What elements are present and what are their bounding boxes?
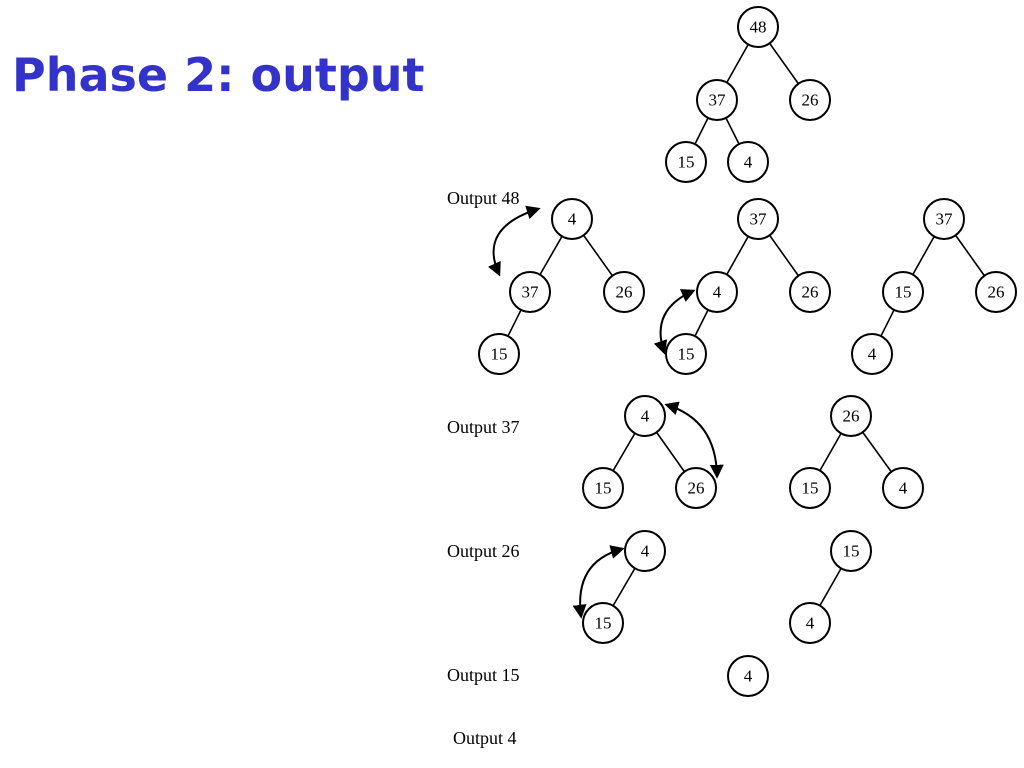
tree-node	[830, 530, 872, 572]
node-value: 37	[750, 210, 768, 229]
swap-arrow	[664, 401, 724, 479]
tree-step4: 4	[727, 655, 769, 697]
tree-node	[478, 333, 520, 375]
swap-arrow	[653, 289, 696, 355]
tree-node	[882, 271, 924, 313]
node-value: 4	[641, 542, 650, 561]
tree-node	[789, 271, 831, 313]
tree-node	[737, 198, 779, 240]
node-value: 4	[713, 283, 722, 302]
node-value: 4	[744, 667, 753, 686]
node-value: 37	[936, 210, 954, 229]
tree-step1-swap: 4 37 26 15	[478, 198, 645, 375]
tree-step1-sift: 37 4 26 15	[653, 198, 831, 375]
tree-node	[727, 141, 769, 183]
node-value: 4	[868, 345, 877, 364]
tree-node	[789, 467, 831, 509]
output-label-15: Output 15	[447, 665, 520, 685]
slide-title: Phase 2: output	[12, 48, 425, 102]
output-label-48: Output 48	[447, 188, 520, 208]
node-value: 26	[688, 479, 705, 498]
node-value: 15	[678, 345, 695, 364]
tree-node	[923, 198, 965, 240]
node-value: 4	[641, 407, 650, 426]
swap-arrow	[487, 205, 541, 277]
tree-node	[603, 271, 645, 313]
tree-node	[830, 395, 872, 437]
output-label-4: Output 4	[453, 728, 517, 748]
tree-step1-result: 37 15 26 4	[851, 198, 1017, 375]
node-value: 48	[750, 18, 767, 37]
node-value: 4	[806, 614, 815, 633]
tree-node	[789, 602, 831, 644]
tree-node	[727, 655, 769, 697]
tree-node	[882, 467, 924, 509]
swap-arrow	[572, 545, 625, 619]
node-value: 26	[802, 91, 819, 110]
node-value: 26	[988, 283, 1005, 302]
tree-node	[551, 198, 593, 240]
node-value: 37	[709, 91, 727, 110]
tree-node	[624, 530, 666, 572]
tree-initial: 48 37 26 15 4	[665, 6, 831, 183]
node-value: 15	[895, 283, 912, 302]
tree-node	[737, 6, 779, 48]
tree-step3-result: 15 4	[789, 530, 872, 644]
tree-node	[975, 271, 1017, 313]
node-value: 15	[595, 614, 612, 633]
tree-step2-swap: 4 15 26	[582, 395, 724, 509]
tree-step2-result: 26 15 4	[789, 395, 924, 509]
node-value: 4	[744, 153, 753, 172]
tree-node	[582, 467, 624, 509]
node-value: 15	[491, 345, 508, 364]
tree-node	[851, 333, 893, 375]
node-value: 26	[843, 407, 860, 426]
output-label-37: Output 37	[447, 417, 520, 437]
node-value: 15	[678, 153, 695, 172]
node-value: 4	[899, 479, 908, 498]
node-value: 26	[802, 283, 819, 302]
tree-node	[665, 141, 707, 183]
node-value: 26	[616, 283, 633, 302]
tree-node	[696, 271, 738, 313]
tree-node	[696, 79, 738, 121]
node-value: 15	[595, 479, 612, 498]
output-label-26: Output 26	[447, 541, 520, 561]
tree-node	[789, 79, 831, 121]
node-value: 4	[568, 210, 577, 229]
node-value: 15	[843, 542, 860, 561]
node-value: 37	[522, 283, 540, 302]
tree-step3-swap: 4 15	[572, 530, 666, 644]
node-value: 15	[802, 479, 819, 498]
